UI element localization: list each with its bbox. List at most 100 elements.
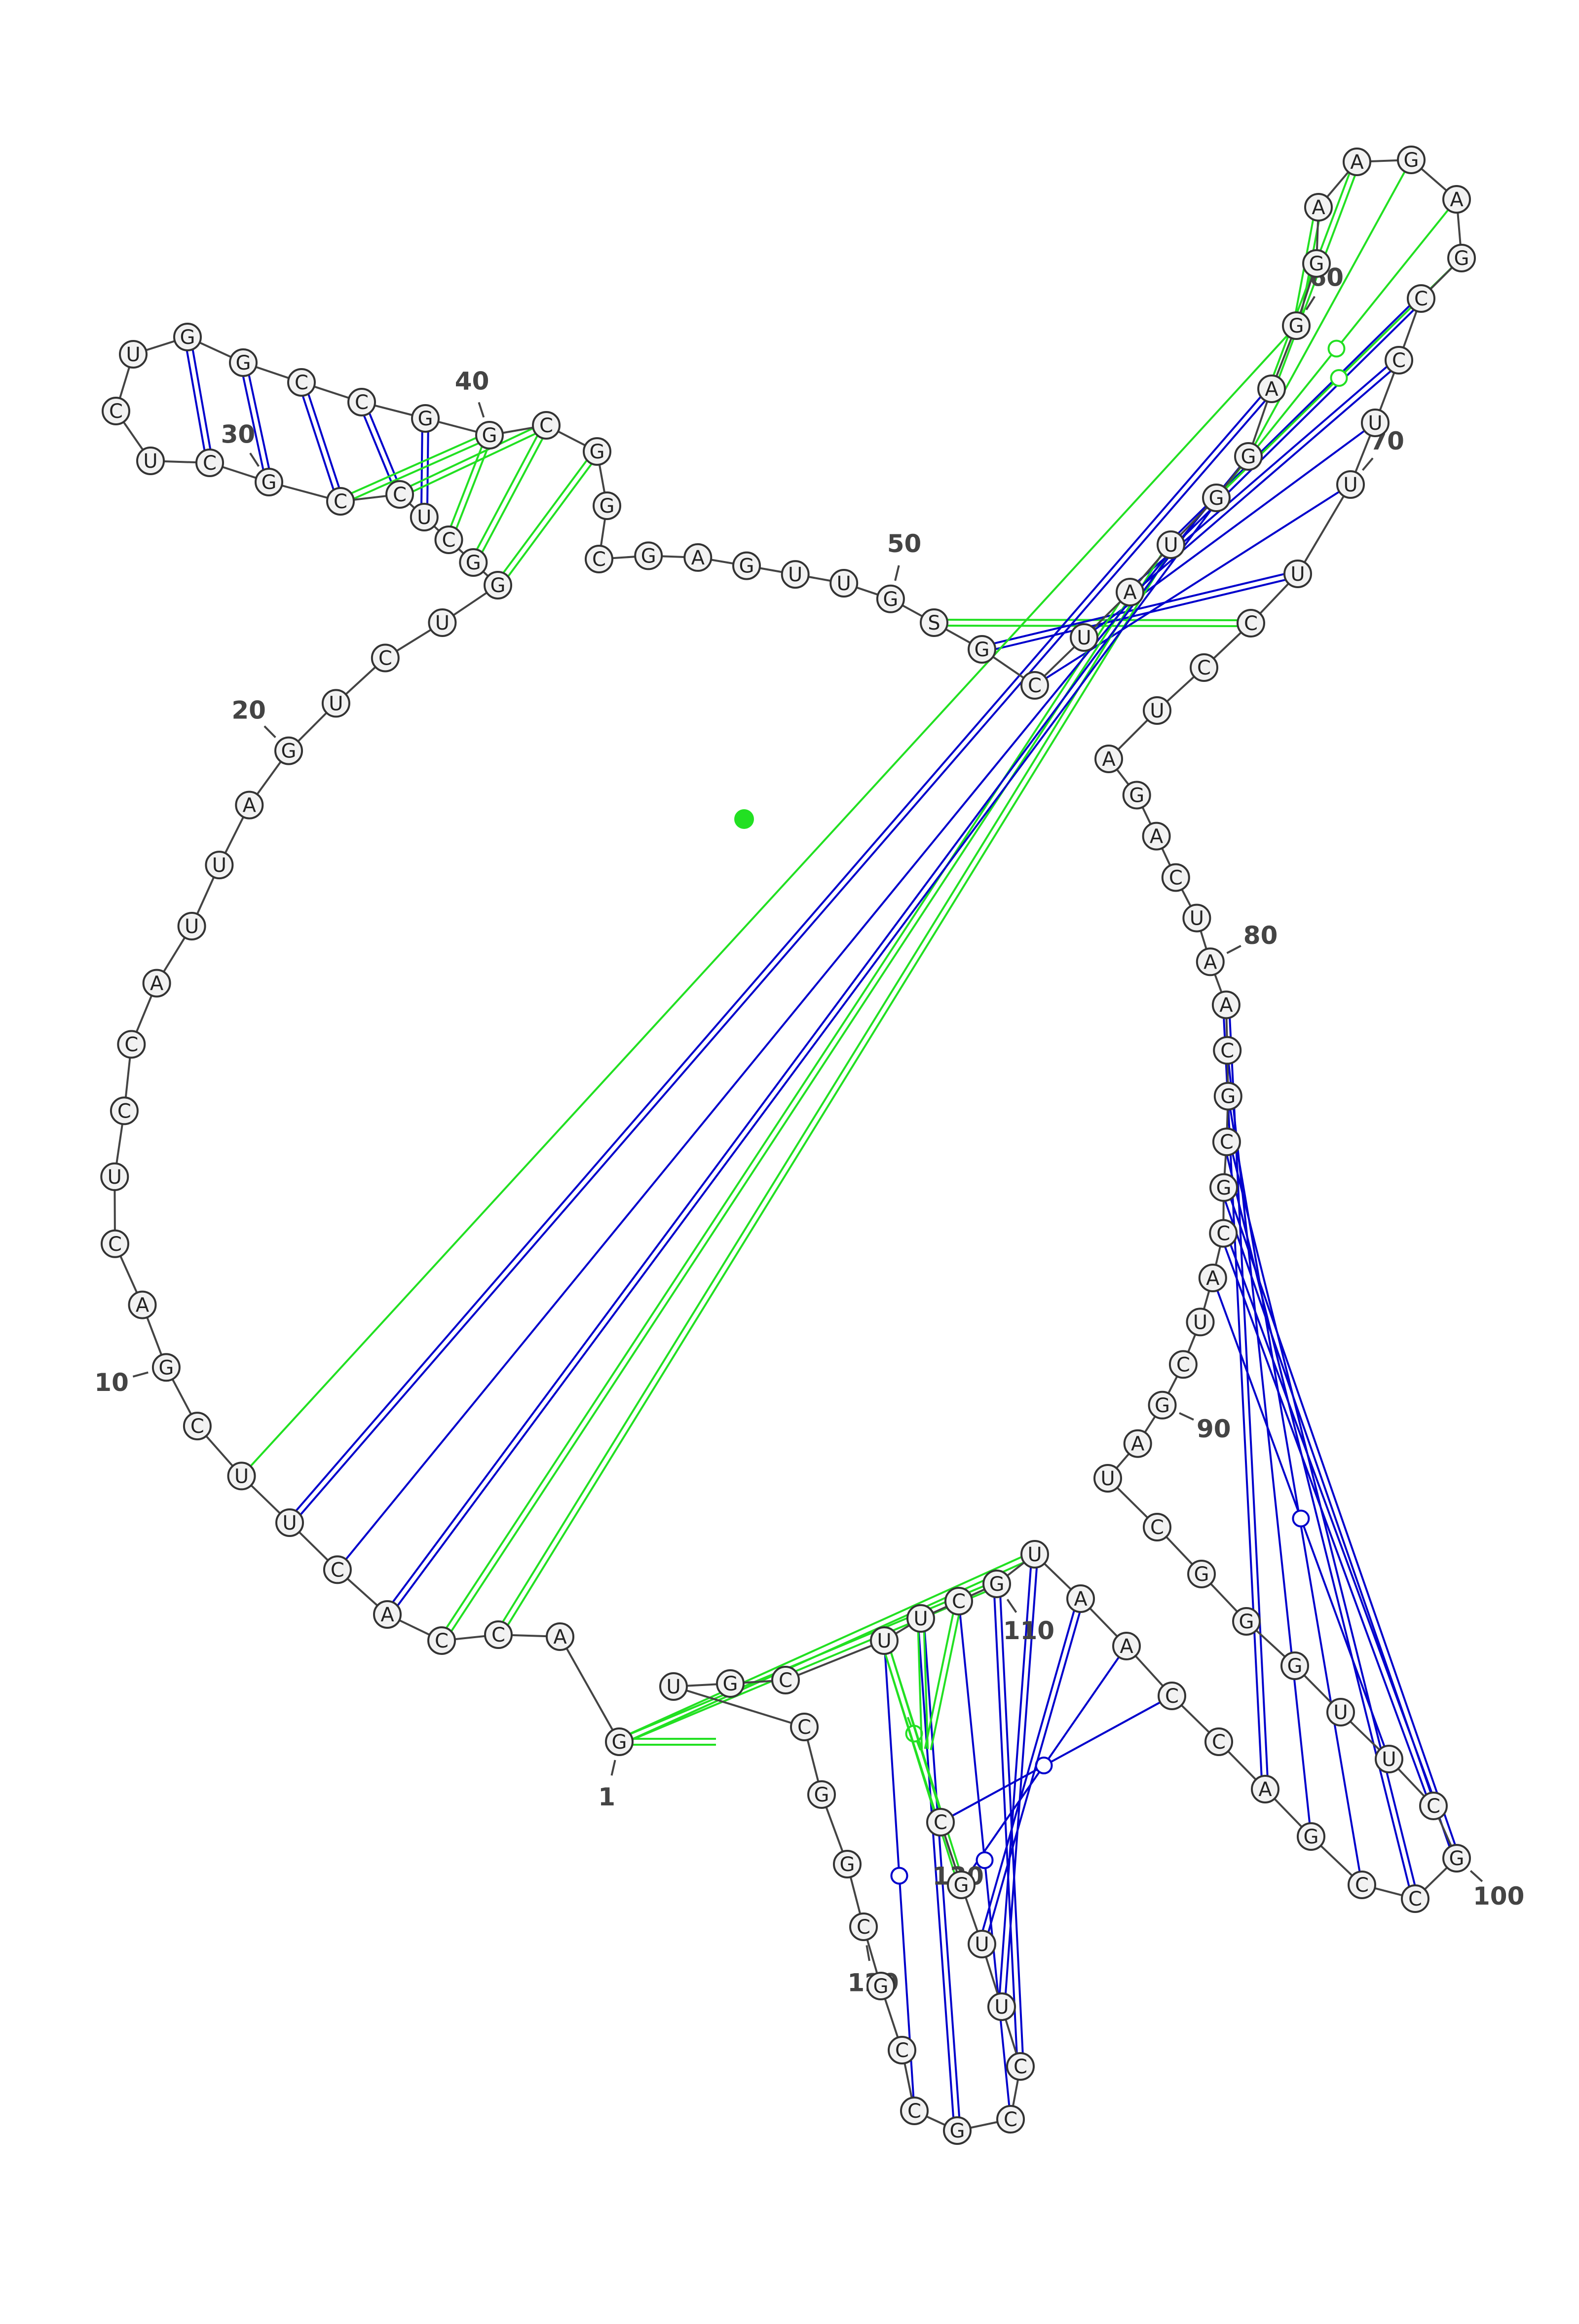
nucleotide-circle bbox=[593, 491, 621, 520]
nucleotide-86: C bbox=[1209, 1219, 1238, 1248]
nucleotide-53: C bbox=[1020, 671, 1049, 700]
position-tick bbox=[1226, 945, 1241, 954]
nucleotide-circle bbox=[1397, 146, 1426, 174]
position-tick bbox=[132, 1371, 149, 1378]
nucleotide-letter: A bbox=[553, 1626, 567, 1649]
nucleotide-circle bbox=[888, 2036, 916, 2064]
nucleotide-circle bbox=[982, 1570, 1011, 1598]
base-pair-25-41 bbox=[481, 438, 544, 553]
nucleotide-circle bbox=[287, 368, 316, 397]
nucleotide-122: C bbox=[888, 2036, 916, 2064]
nucleotide-circle bbox=[151, 1353, 181, 1382]
nucleotide-circle bbox=[1070, 623, 1098, 652]
nucleotide-circle bbox=[484, 571, 512, 600]
position-tick bbox=[1469, 1870, 1483, 1882]
nucleotide-22: C bbox=[371, 643, 400, 673]
nucleotide-letter: G bbox=[612, 1731, 627, 1754]
base-pair-24-42 bbox=[502, 459, 588, 573]
nucleotide-circle bbox=[1304, 193, 1333, 222]
nucleotide-letter: G bbox=[1289, 315, 1304, 337]
nucleotide-125: C bbox=[996, 2105, 1025, 2134]
nucleotide-115: G bbox=[716, 1669, 745, 1698]
nucleotide-47: G bbox=[732, 551, 761, 580]
nucleotide-circle bbox=[683, 543, 713, 572]
nucleotide-73: C bbox=[1190, 653, 1218, 682]
nucleotide-129: G bbox=[947, 1871, 976, 1899]
position-tick bbox=[478, 402, 485, 418]
nucleotide-circle bbox=[790, 1713, 819, 1741]
nucleotide-5: A bbox=[373, 1600, 402, 1629]
nucleotide-letter: G bbox=[600, 495, 615, 518]
position-label-20: 20 bbox=[231, 696, 266, 725]
nucleotide-circle bbox=[411, 404, 440, 433]
nucleotide-letter: G bbox=[814, 1784, 829, 1806]
nucleotide-circle bbox=[1066, 1584, 1095, 1613]
nucleotide-letter: C bbox=[1169, 867, 1183, 890]
base-pair-5-57 bbox=[397, 510, 1212, 1607]
nucleotide-letter: C bbox=[779, 1669, 792, 1692]
nucleotide-66: G bbox=[1447, 244, 1476, 272]
position-label-10: 10 bbox=[94, 1368, 129, 1397]
nucleotide-119: G bbox=[833, 1850, 862, 1878]
nucleotide-circle bbox=[1142, 822, 1171, 851]
nucleotide-32: U bbox=[136, 447, 165, 475]
base-pair-109-127 bbox=[998, 1567, 1032, 1993]
nucleotide-circle bbox=[128, 1290, 157, 1319]
nucleotide-87: A bbox=[1198, 1264, 1227, 1292]
position-label-90: 90 bbox=[1197, 1415, 1231, 1443]
nucleotide-letter: A bbox=[243, 794, 257, 817]
nucleotide-circle bbox=[275, 1508, 304, 1537]
nucleotide-circle bbox=[920, 608, 948, 637]
base-pair-3-56 bbox=[502, 554, 1163, 1622]
nucleotide-31: C bbox=[195, 449, 224, 477]
nucleotide-circle bbox=[1161, 863, 1190, 892]
nucleotide-circle bbox=[459, 548, 488, 577]
nucleotide-circle bbox=[1280, 1651, 1309, 1680]
nucleotide-104: A bbox=[1251, 1775, 1279, 1803]
nucleotide-letter: C bbox=[1014, 2056, 1027, 2078]
nucleotide-128: U bbox=[968, 1930, 996, 1958]
nucleotide-85: G bbox=[1209, 1173, 1238, 1202]
nucleotide-circle bbox=[117, 1030, 146, 1059]
nucleotide-letter: G bbox=[1155, 1394, 1170, 1417]
base-pair-112-124 bbox=[923, 1631, 961, 2117]
nucleotide-97: U bbox=[1326, 1698, 1355, 1726]
nucleotide-circle bbox=[274, 736, 303, 765]
nucleotide-23: U bbox=[428, 608, 457, 637]
nucleotide-letter: U bbox=[788, 563, 802, 586]
nucleotide-letter: A bbox=[1150, 825, 1164, 848]
position-label-50: 50 bbox=[887, 529, 922, 558]
nucleotide-60: G bbox=[1282, 311, 1311, 340]
nucleotide-61: G bbox=[1302, 249, 1331, 278]
nucleotides: GACCACUUCGACUCCAUUAGUCUGGCUCCGCUCUGGCCGG… bbox=[100, 146, 1476, 2145]
nucleotide-letter: G bbox=[1209, 487, 1224, 510]
nucleotide-letter: U bbox=[1164, 534, 1178, 557]
nucleotide-circle bbox=[385, 480, 414, 509]
nucleotide-circle bbox=[870, 1626, 899, 1655]
nucleotide-84: C bbox=[1212, 1127, 1241, 1157]
position-tick bbox=[1006, 1599, 1017, 1613]
base-pair-6-58 bbox=[345, 466, 1241, 1560]
nucleotide-letter: C bbox=[1414, 288, 1428, 310]
nucleotide-19: A bbox=[235, 790, 264, 820]
nucleotide-127: U bbox=[987, 1992, 1016, 2021]
nucleotide-81: A bbox=[1211, 990, 1241, 1019]
nucleotide-circle bbox=[546, 1622, 574, 1651]
nucleotide-11: A bbox=[128, 1290, 157, 1319]
nucleotide-circle bbox=[968, 1930, 996, 1958]
nucleotide-circle bbox=[1326, 1698, 1355, 1726]
nucleotide-circle bbox=[235, 790, 264, 820]
nucleotide-49: U bbox=[829, 569, 859, 598]
base-pair-57-65-marker bbox=[1327, 339, 1346, 358]
nucleotide-letter: G bbox=[180, 326, 195, 349]
nucleotide-10: G bbox=[151, 1353, 181, 1382]
nucleotide-circle bbox=[659, 1672, 688, 1701]
nucleotide-30: G bbox=[255, 468, 283, 496]
nucleotide-letter: C bbox=[117, 1100, 131, 1123]
base-pair-108-128 bbox=[981, 1610, 1075, 1931]
nucleotide-38: C bbox=[347, 388, 376, 416]
nucleotide-letter: G bbox=[641, 545, 656, 567]
nucleotide-79: U bbox=[1182, 903, 1211, 933]
nucleotide-circle bbox=[1112, 1632, 1141, 1660]
nucleotide-circle bbox=[410, 503, 439, 531]
